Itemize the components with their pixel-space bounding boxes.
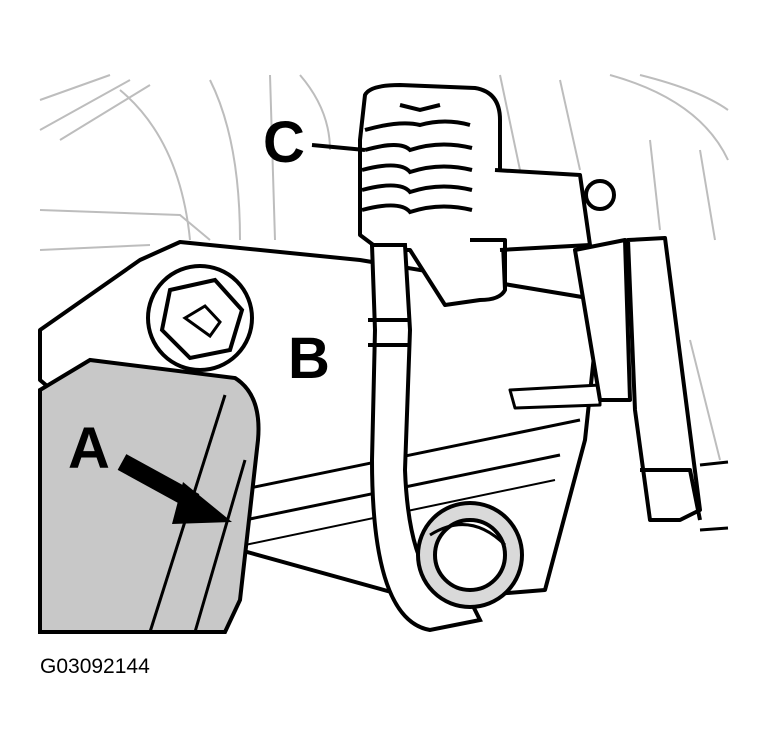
callout-a-arrow (117, 454, 232, 524)
sensor-ribs (361, 103, 473, 215)
figure-id: G03092144 (40, 655, 150, 678)
callout-b: B (288, 326, 330, 391)
callout-a: A (68, 416, 110, 481)
shaded-panel (38, 357, 261, 634)
lower-nut (416, 501, 524, 609)
callout-c: C (263, 110, 305, 175)
callout-c-leader (311, 143, 366, 152)
hex-bolt (146, 264, 254, 372)
background-structure (39, 74, 729, 461)
link-rod (368, 243, 483, 633)
